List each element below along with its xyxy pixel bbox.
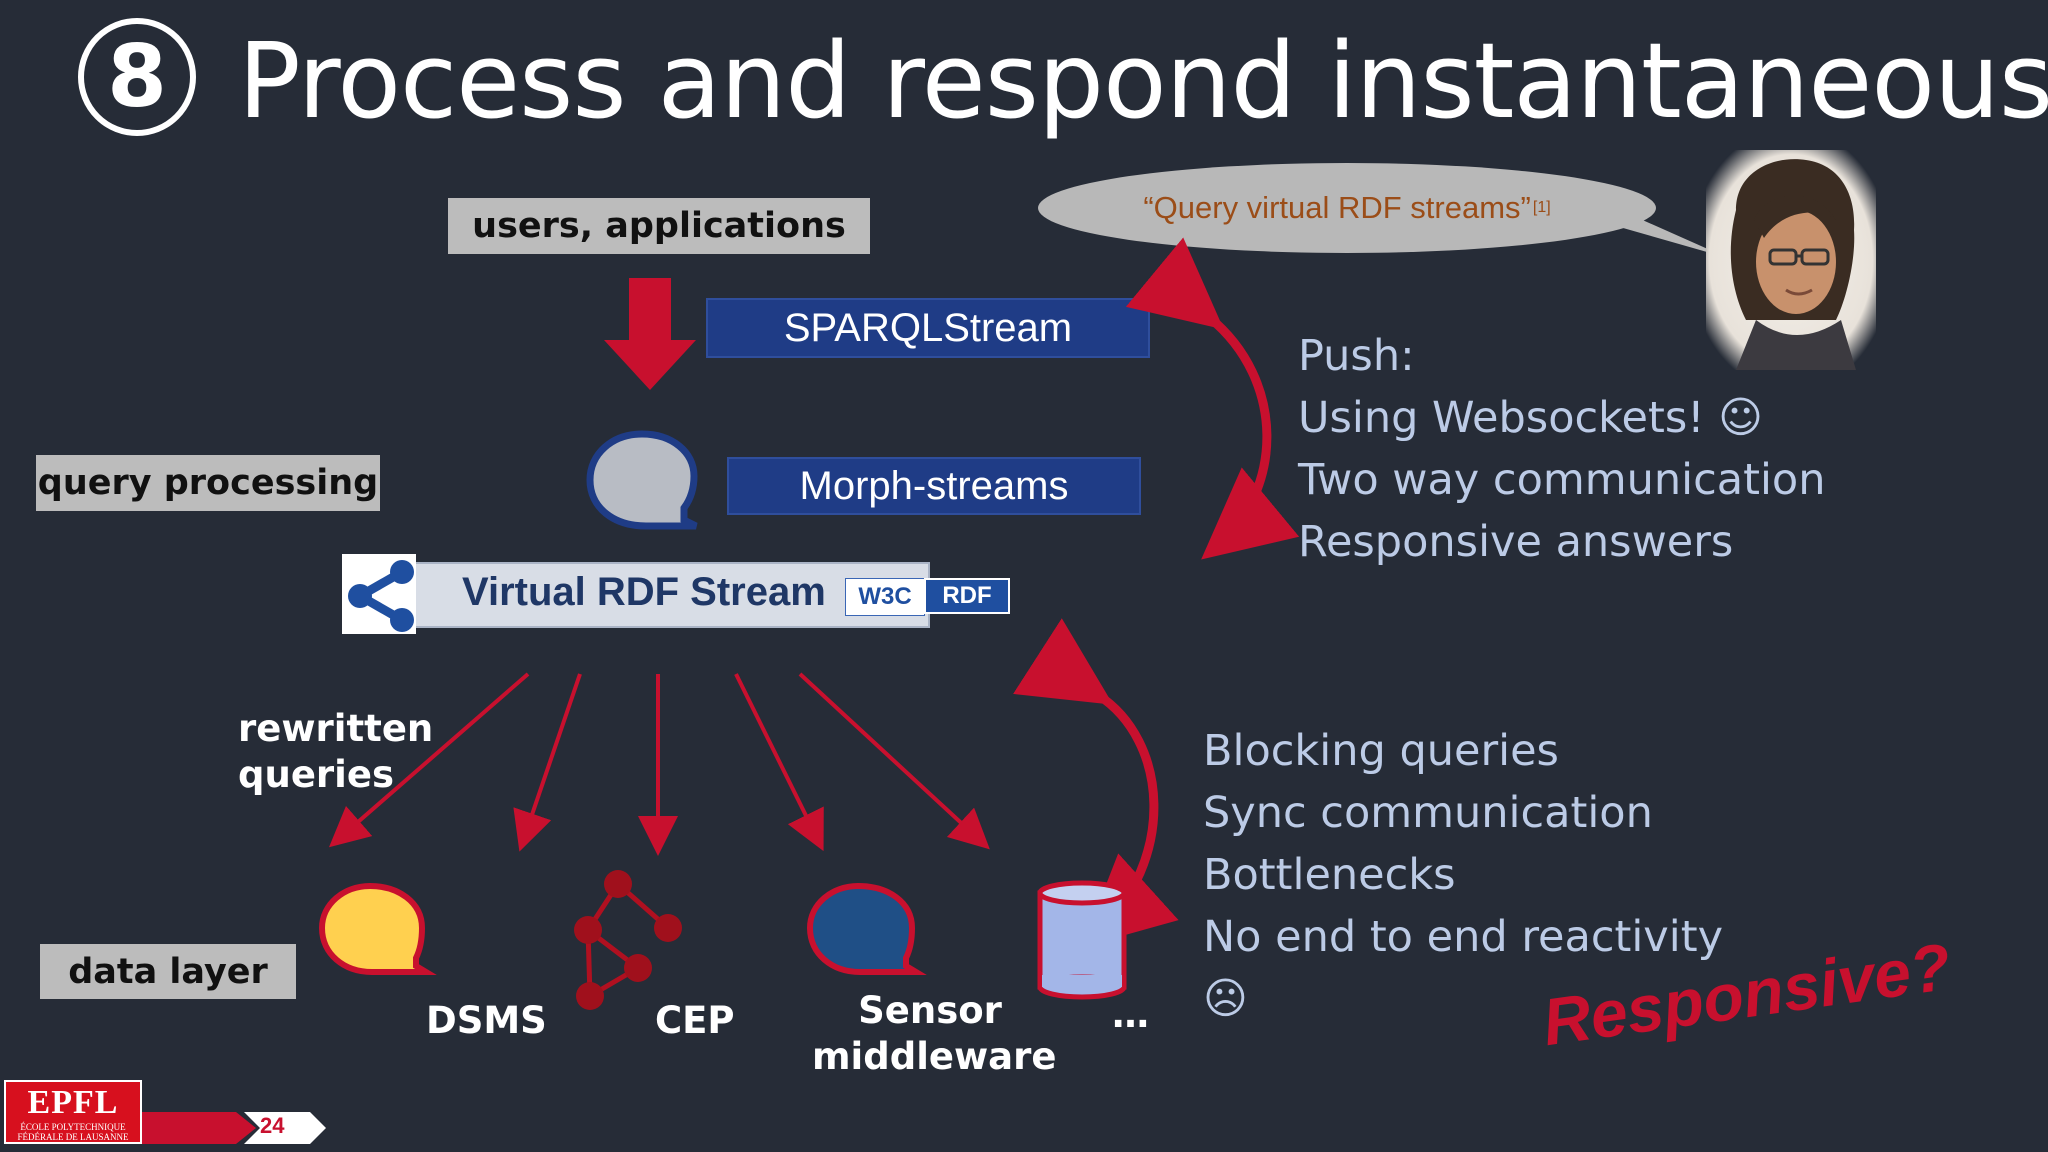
- speech-bubble: “Query virtual RDF streams”[1]: [1038, 163, 1656, 253]
- epfl-sub-line-2: FÉDÉRALE DE LAUSANNE: [17, 1132, 129, 1142]
- epfl-logo-main: EPFL: [27, 1084, 119, 1121]
- cep-label: CEP: [655, 999, 735, 1042]
- users-applications-label: users, applications: [448, 198, 870, 254]
- data-layer-label: data layer: [40, 944, 296, 999]
- push-item: Using Websockets! ☺: [1298, 393, 1763, 443]
- queries-line: queries: [238, 753, 394, 796]
- sensor-middleware-label: Sensor middleware: [812, 988, 1057, 1080]
- blocking-item: No end to end reactivity: [1203, 912, 1724, 962]
- virtual-rdf-stream-bar: [342, 562, 930, 628]
- middleware-line: middleware: [812, 1035, 1057, 1078]
- rdf-logo: RDF: [924, 578, 1010, 614]
- push-list: Push: Using Websockets! ☺ Two way commun…: [1298, 325, 1825, 573]
- query-processing-label: query processing: [36, 455, 380, 511]
- morph-engine-icon: [586, 430, 698, 530]
- bubble-quote: “Query virtual RDF streams”: [1143, 190, 1531, 225]
- presenter-photo: [1706, 150, 1876, 370]
- share-network-icon: [342, 554, 416, 634]
- push-item: Two way communication: [1298, 455, 1826, 505]
- cep-network-icon: [574, 870, 682, 1010]
- blocking-item: Sync communication: [1203, 788, 1653, 838]
- dsms-label: DSMS: [426, 999, 547, 1042]
- dsms-bubble-icon: [318, 882, 437, 975]
- rewritten-line: rewritten: [238, 707, 434, 750]
- page-arrow-icon: [140, 1112, 326, 1144]
- sensor-line: Sensor: [858, 989, 1002, 1032]
- morph-streams-box: Morph-streams: [727, 457, 1141, 515]
- push-item: Push:: [1298, 331, 1415, 381]
- slide-title: Process and respond instantaneously: [238, 20, 2048, 142]
- rewritten-queries-label: rewritten queries: [238, 706, 433, 798]
- push-double-arrow: [1125, 237, 1300, 560]
- page-number: 24: [260, 1113, 285, 1138]
- w3c-logo: W3C: [845, 578, 925, 616]
- blocking-item: Bottlenecks: [1203, 850, 1456, 900]
- epfl-sub-line-1: ÉCOLE POLYTECHNIQUE: [20, 1122, 126, 1132]
- sensor-bubble-icon: [806, 882, 927, 975]
- push-item: Responsive answers: [1298, 517, 1734, 567]
- blocking-item: Blocking queries: [1203, 726, 1559, 776]
- rewritten-query-arrows: [328, 672, 990, 856]
- slide-number-circle: 8: [78, 18, 196, 136]
- virtual-rdf-stream-label: Virtual RDF Stream: [462, 570, 826, 614]
- epfl-logo: EPFL ÉCOLE POLYTECHNIQUE FÉDÉRALE DE LAU…: [4, 1080, 142, 1144]
- more-sources-label: …: [1112, 993, 1149, 1036]
- blocking-list: Blocking queries Sync communication Bott…: [1203, 720, 1723, 1030]
- down-arrow-icon: [604, 278, 696, 390]
- epfl-logo-subtitle: ÉCOLE POLYTECHNIQUE FÉDÉRALE DE LAUSANNE: [6, 1122, 140, 1142]
- sparqlstream-box: SPARQLStream: [706, 298, 1150, 358]
- sad-face-icon: ☹: [1203, 974, 1248, 1024]
- database-icon: [1037, 880, 1127, 1000]
- bubble-reference: [1]: [1532, 199, 1551, 216]
